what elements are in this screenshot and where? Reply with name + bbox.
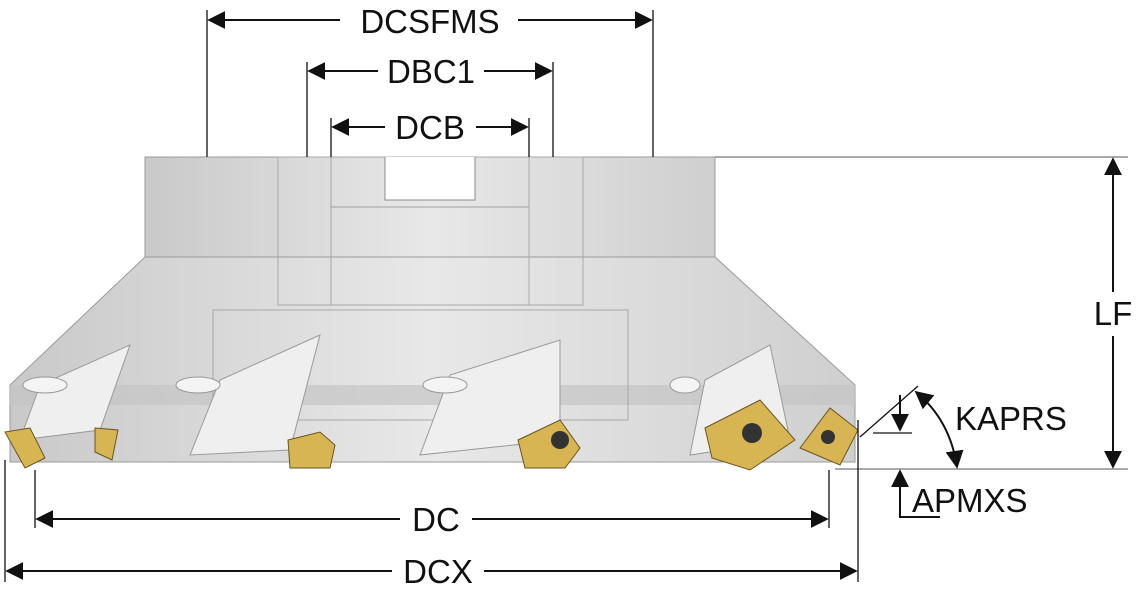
label-apmxs: APMXS: [912, 482, 1028, 519]
dimension-lines: [5, 11, 1122, 580]
label-dcsfms: DCSFMS: [360, 3, 499, 40]
extension-lines: [4, 10, 1128, 582]
label-dcb: DCB: [395, 109, 465, 146]
label-kaprs: KAPRS: [955, 400, 1067, 437]
label-lf: LF: [1094, 295, 1133, 332]
label-dc: DC: [412, 501, 460, 538]
label-dbc1: DBC1: [387, 53, 475, 90]
label-dcx: DCX: [403, 553, 473, 590]
cutting-inserts: [4, 399, 859, 471]
